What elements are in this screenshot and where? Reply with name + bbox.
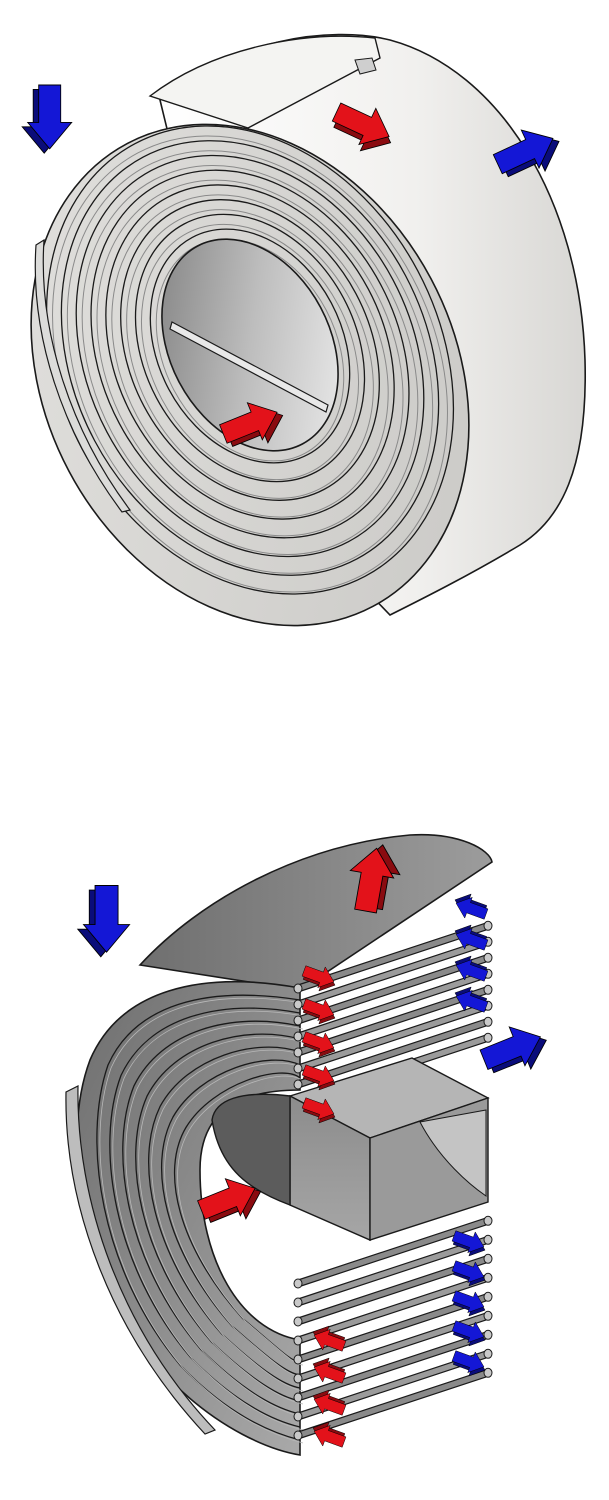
cutaway-arc-edge (112, 1010, 304, 1431)
cutaway-arc-edge (164, 1062, 304, 1379)
plate-end-roll (293, 1316, 303, 1327)
cutaway-arc (148, 1046, 301, 1389)
plate-end-roll (293, 1335, 303, 1346)
blue-arrow-icon (492, 129, 560, 178)
spiral-exchanger-exterior (30, 33, 586, 627)
spiral-ring-inner-edge (111, 194, 389, 518)
red-arrow-icon (301, 998, 336, 1025)
spiral-ring-inner-edge (81, 164, 419, 556)
spiral-ring-inner-edge (66, 150, 434, 574)
plate-end-roll (483, 1348, 493, 1359)
plate-end-roll (293, 983, 303, 994)
plate-end-roll (483, 1310, 493, 1321)
blue-arrow-icon (479, 1026, 547, 1074)
plate-end-roll (483, 1329, 493, 1340)
red-arrow-icon (219, 402, 284, 447)
plate-end-roll (293, 1031, 303, 1042)
red-arrow-icon (312, 1325, 347, 1352)
plate-end-roll (293, 1278, 303, 1289)
plate-end-roll (483, 1234, 493, 1245)
spiral-ring-inner-edge (96, 179, 404, 537)
plate-end-roll (293, 1297, 303, 1308)
outer-wrap-lip (34, 238, 132, 513)
inner-bore (161, 238, 339, 452)
plate-end-roll (293, 1411, 303, 1422)
spiral-ring (149, 228, 351, 464)
cutaway-spiral-arcs (96, 994, 304, 1444)
plate-end-roll (293, 1430, 303, 1441)
blue-arrow-icon (451, 1230, 486, 1257)
cutaway-arc-edge (125, 1023, 304, 1418)
blue-arrow-icon (451, 1320, 486, 1347)
plate-end-roll (483, 984, 493, 995)
plate-end-roll (483, 920, 493, 931)
blue-arrow-icon (451, 1260, 486, 1287)
cutaway-arc (161, 1059, 301, 1376)
spiral-exchanger-cutaway (65, 833, 493, 1456)
plate-end-roll (483, 952, 493, 963)
plate-end-roll (483, 1272, 493, 1283)
plate-end-roll (483, 1032, 493, 1043)
spiral-ring (60, 140, 440, 576)
blue-arrow-icon (21, 84, 73, 154)
red-arrow-icon (197, 1178, 262, 1223)
blue-arrow-icon (451, 1350, 486, 1377)
outer-wrap-lip-cut (65, 1085, 217, 1435)
plate-end-roll (483, 1367, 493, 1378)
cutaway-arc-edge (138, 1036, 304, 1405)
cutaway-arc (96, 994, 301, 1441)
shell-flange (148, 35, 381, 129)
flow-arrows (21, 84, 560, 1448)
blue-arrow-icon (454, 893, 489, 920)
plate-end-roll (293, 999, 303, 1010)
red-arrow-icon (331, 102, 392, 152)
plate-end-roll (483, 1253, 493, 1264)
plate-end-roll (293, 1373, 303, 1384)
channel-left-wall (211, 1093, 291, 1207)
spiral-ring (75, 154, 425, 558)
cutaway-arc (135, 1033, 301, 1402)
cutaway-arc (122, 1020, 301, 1415)
blue-arrow-icon (451, 1290, 486, 1317)
plate-end-roll (293, 1392, 303, 1403)
red-arrow-icon (312, 1421, 347, 1448)
spiral-ring (90, 169, 410, 539)
red-arrow-icon (301, 1031, 336, 1058)
cutaway-arc (109, 1007, 301, 1428)
spiral-ring (105, 184, 395, 520)
blue-arrow-icon (76, 885, 131, 958)
center-partition (169, 321, 329, 413)
cutaway-arc-edge (177, 1075, 304, 1366)
cutaway-arc-edge (99, 997, 304, 1444)
spiral-ring (120, 199, 380, 501)
plate-end-roll (293, 1079, 303, 1090)
blue-arrow-icon (454, 986, 489, 1013)
spiral-rings (45, 125, 455, 595)
red-arrow-icon (312, 1389, 347, 1416)
plate-end-roll (293, 1015, 303, 1026)
top-shell-plate (138, 833, 493, 991)
shell-slot (354, 57, 377, 75)
spiral-ring (134, 213, 366, 483)
red-arrow-icon (301, 965, 336, 992)
plate-end-roll (483, 1291, 493, 1302)
blue-arrow-icon (454, 924, 489, 951)
channel-inner-curve (419, 1109, 487, 1197)
blue-arrow-icon (454, 955, 489, 982)
plate-end-roll (293, 1354, 303, 1365)
plate-end-roll (293, 1047, 303, 1058)
red-arrow-icon (301, 1064, 336, 1091)
lower-plate-stack (293, 1215, 493, 1441)
spiral-ring-inner-edge (126, 209, 374, 499)
red-arrow-icon (349, 844, 401, 914)
plate-end-roll (483, 1215, 493, 1226)
red-arrow-icon (312, 1357, 347, 1384)
plate-end-roll (483, 1016, 493, 1027)
spiral-ring-inner-edge (140, 223, 360, 481)
red-arrow-icon (301, 1097, 336, 1124)
plate-end-roll (293, 1063, 303, 1074)
cutaway-arc-edge (151, 1049, 304, 1392)
